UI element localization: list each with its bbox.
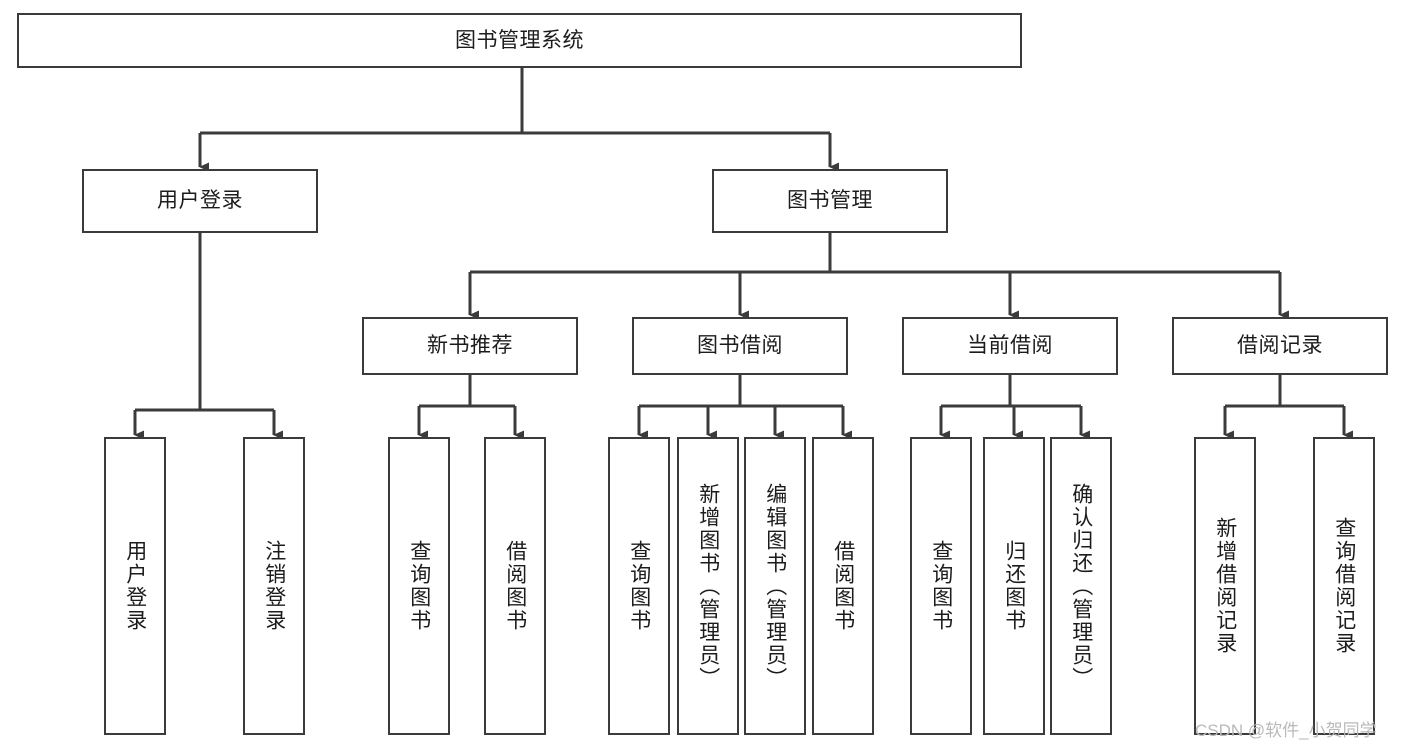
node-leaf-query-record[interactable]: 查询借阅记录 — [1313, 437, 1375, 735]
node-leaf-query-book-3[interactable]: 查询图书 — [910, 437, 972, 735]
node-leaf-borrow-book-2[interactable]: 借阅图书 — [812, 437, 874, 735]
node-leaf-edit-book[interactable]: 编辑图书（管理员） — [744, 437, 806, 735]
node-label-leaf-return-book: 归还图书 — [1002, 540, 1026, 632]
node-label-new-book-rec: 新书推荐 — [427, 334, 513, 358]
node-leaf-add-record[interactable]: 新增借阅记录 — [1194, 437, 1256, 735]
node-root[interactable]: 图书管理系统 — [17, 13, 1022, 68]
node-label-current-borrow: 当前借阅 — [967, 334, 1053, 358]
node-leaf-add-book[interactable]: 新增图书（管理员） — [677, 437, 739, 735]
node-new-book-rec[interactable]: 新书推荐 — [362, 317, 578, 375]
node-label-leaf-logout: 注销登录 — [262, 540, 286, 632]
node-label-leaf-borrow-book-2: 借阅图书 — [831, 540, 855, 632]
node-label-book-borrow: 图书借阅 — [697, 334, 783, 358]
node-leaf-user-login[interactable]: 用户登录 — [104, 437, 166, 735]
node-leaf-borrow-book-1[interactable]: 借阅图书 — [484, 437, 546, 735]
node-user-login[interactable]: 用户登录 — [82, 169, 318, 233]
node-label-leaf-borrow-book-1: 借阅图书 — [503, 540, 527, 632]
node-leaf-logout[interactable]: 注销登录 — [243, 437, 305, 735]
node-book-borrow[interactable]: 图书借阅 — [632, 317, 848, 375]
node-label-leaf-confirm-return: 确认归还（管理员） — [1069, 482, 1093, 690]
node-label-leaf-query-book-1: 查询图书 — [407, 540, 431, 632]
node-label-user-login: 用户登录 — [157, 189, 243, 213]
node-label-leaf-add-record: 新增借阅记录 — [1213, 517, 1237, 655]
node-book-manage[interactable]: 图书管理 — [712, 169, 948, 233]
node-leaf-query-book-2[interactable]: 查询图书 — [608, 437, 670, 735]
node-leaf-confirm-return[interactable]: 确认归还（管理员） — [1050, 437, 1112, 735]
node-label-root: 图书管理系统 — [455, 28, 584, 52]
node-label-book-manage: 图书管理 — [787, 189, 873, 213]
node-label-leaf-query-record: 查询借阅记录 — [1332, 517, 1356, 655]
node-label-leaf-user-login: 用户登录 — [123, 540, 147, 632]
node-borrow-record[interactable]: 借阅记录 — [1172, 317, 1388, 375]
node-label-borrow-record: 借阅记录 — [1237, 334, 1323, 358]
node-label-leaf-query-book-3: 查询图书 — [929, 540, 953, 632]
node-current-borrow[interactable]: 当前借阅 — [902, 317, 1118, 375]
node-label-leaf-query-book-2: 查询图书 — [627, 540, 651, 632]
node-leaf-return-book[interactable]: 归还图书 — [983, 437, 1045, 735]
node-label-leaf-add-book: 新增图书（管理员） — [696, 482, 720, 690]
node-label-leaf-edit-book: 编辑图书（管理员） — [763, 482, 787, 690]
node-leaf-query-book-1[interactable]: 查询图书 — [388, 437, 450, 735]
